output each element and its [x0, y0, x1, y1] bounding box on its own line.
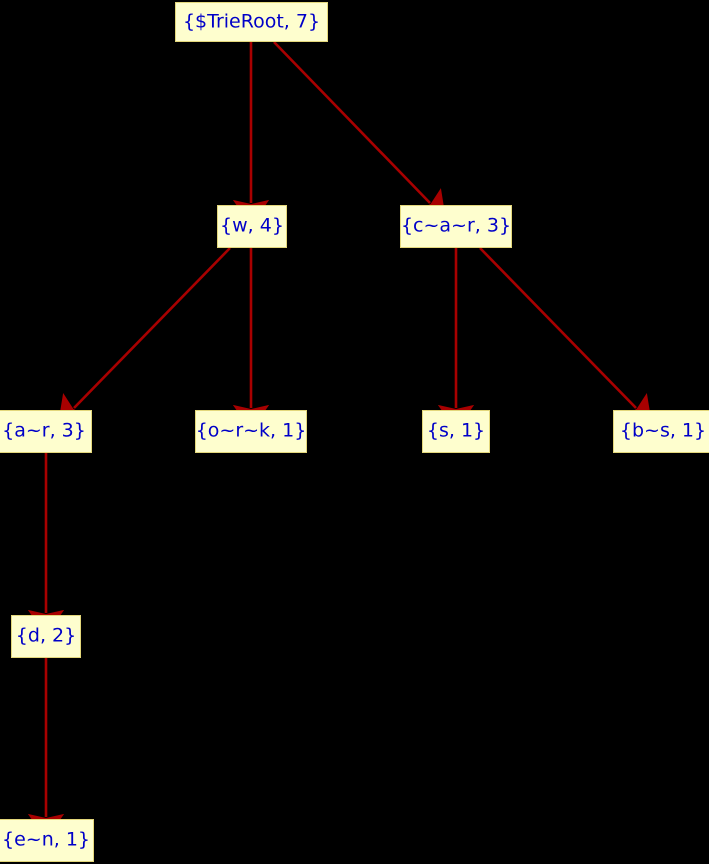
trie-node-root[interactable]: {$TrieRoot, 7} — [175, 2, 328, 42]
trie-node-ar[interactable]: {a~r, 3} — [0, 410, 92, 453]
trie-node-w[interactable]: {w, 4} — [217, 205, 287, 248]
trie-node-en[interactable]: {e~n, 1} — [0, 819, 94, 862]
trie-node-s[interactable]: {s, 1} — [422, 410, 490, 453]
trie-node-label: {o~r~k, 1} — [195, 419, 307, 442]
edge-w-to-ar — [58, 247, 231, 425]
trie-node-label: {e~n, 1} — [2, 828, 90, 851]
edge-car-to-bs — [479, 247, 652, 425]
trie-node-label: {d, 2} — [15, 624, 77, 647]
trie-node-label: {w, 4} — [220, 214, 284, 237]
trie-node-ork[interactable]: {o~r~k, 1} — [195, 410, 307, 453]
edge-root-to-car — [273, 41, 446, 220]
trie-node-label: {c~a~r, 3} — [400, 214, 512, 237]
edges-group — [27, 41, 652, 840]
trie-node-d[interactable]: {d, 2} — [11, 615, 81, 658]
trie-node-label: {b~s, 1} — [619, 419, 707, 442]
trie-node-car[interactable]: {c~a~r, 3} — [400, 205, 512, 248]
trie-node-label: {$TrieRoot, 7} — [182, 10, 321, 32]
trie-node-label: {s, 1} — [426, 419, 486, 442]
trie-node-label: {a~r, 3} — [2, 419, 86, 442]
trie-node-bs[interactable]: {b~s, 1} — [613, 410, 709, 453]
